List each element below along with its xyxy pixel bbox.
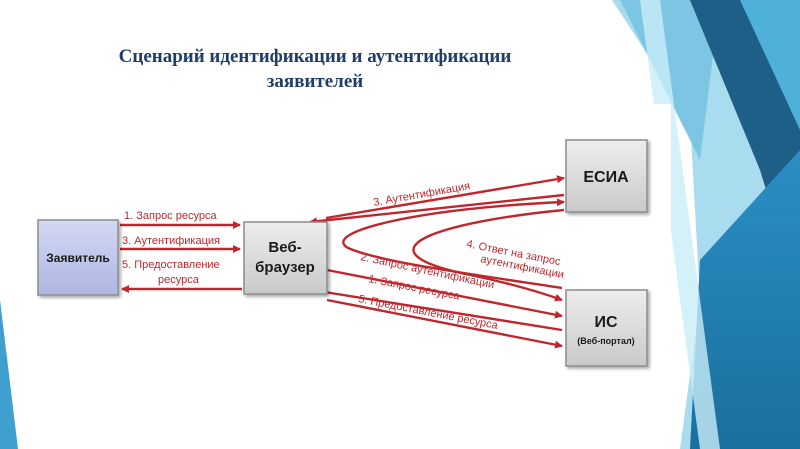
label-applicant-browser-request: 1. Запрос ресурса	[124, 210, 217, 222]
node-browser-label-line1: Веб-	[268, 239, 301, 256]
node-esia-label: ЕСИА	[583, 169, 629, 186]
node-esia: ЕСИА	[565, 139, 648, 213]
arrow-esia-to-browser-auth	[309, 193, 565, 226]
arrow-browser-to-is-request	[326, 268, 563, 319]
page-title-line2: заявителей	[266, 71, 364, 92]
node-is-title: ИС	[594, 314, 618, 331]
label-browser-applicant-provide-2: ресурса	[158, 274, 200, 286]
diagram-panel	[28, 104, 671, 410]
arrow-is-auth-request	[342, 198, 565, 290]
arrow-esia-to-is-answer	[412, 208, 565, 302]
label-applicant-browser-auth: 3. Аутентификация	[122, 235, 220, 247]
arrow-is-to-browser-provide	[311, 287, 563, 332]
node-browser: Веб- браузер	[243, 221, 328, 295]
arrow-browser-to-is-provide	[326, 298, 563, 349]
node-applicant: Заявитель	[37, 219, 119, 296]
arrows	[120, 175, 565, 349]
node-applicant-label: Заявитель	[46, 251, 110, 265]
node-is-subtitle: (Веб-портал)	[577, 336, 634, 346]
page-title: Сценарий идентификации и аутентификации …	[20, 44, 610, 94]
node-browser-label-line2: браузер	[255, 259, 315, 276]
label-browser-applicant-provide-1: 5. Предоставление	[122, 259, 220, 271]
page-title-line1: Сценарий идентификации и аутентификации	[118, 46, 512, 67]
arrow-browser-to-esia-auth	[325, 175, 565, 220]
node-is: ИС (Веб-портал)	[565, 289, 648, 367]
